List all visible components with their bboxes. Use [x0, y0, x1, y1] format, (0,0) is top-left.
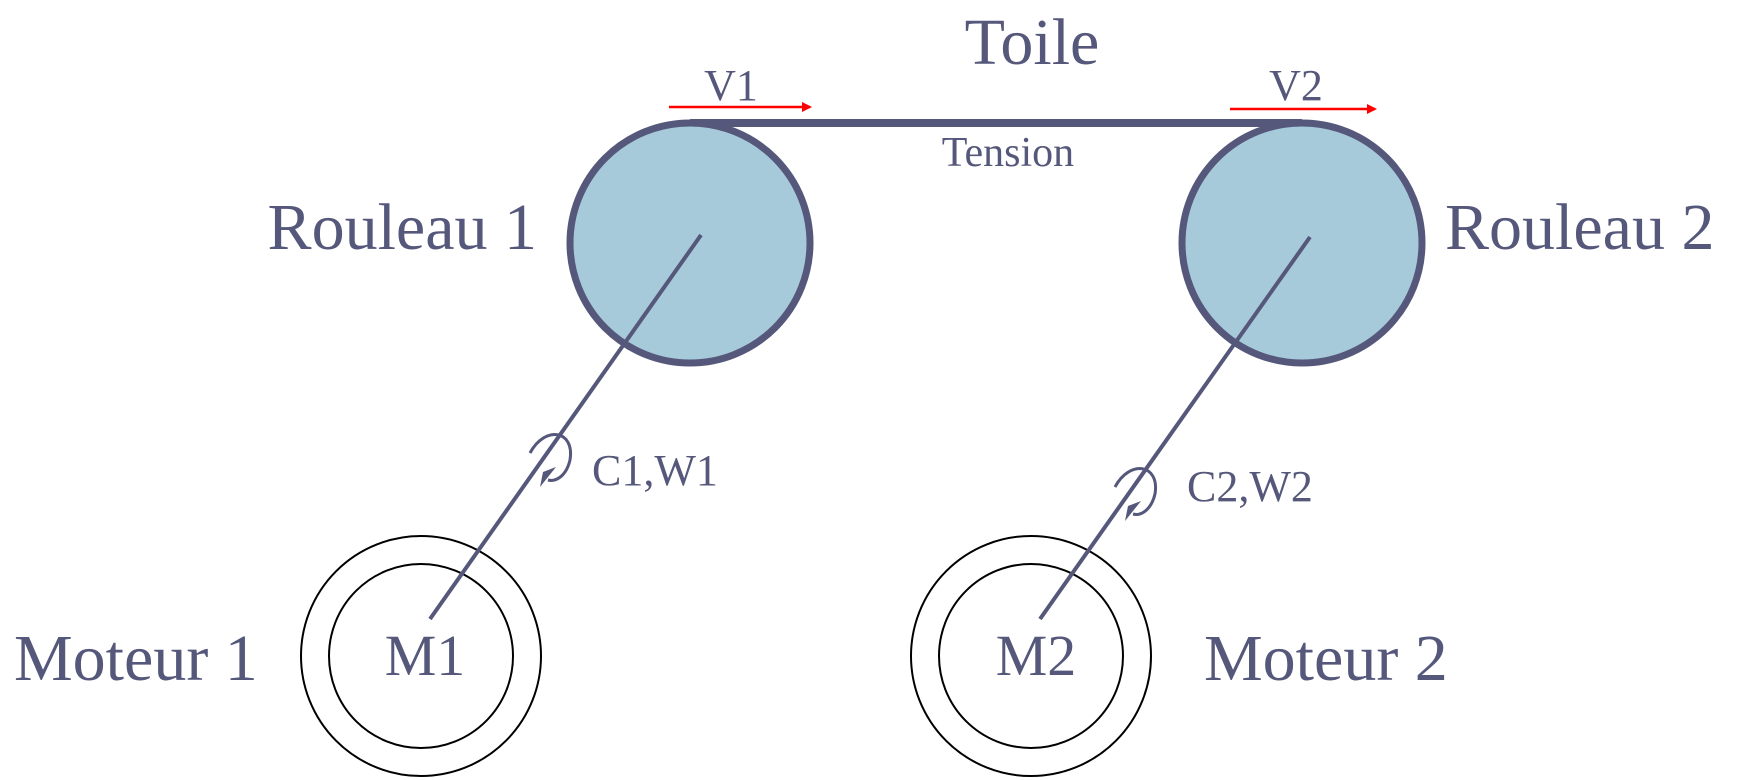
- torque-label-1: C1,W1: [592, 446, 718, 495]
- torque-arrow-1-icon: [528, 433, 572, 487]
- shaft-2: [1038, 235, 1312, 621]
- roller-1-label: Rouleau 1: [268, 191, 537, 264]
- roller-2-label: Rouleau 2: [1445, 191, 1714, 264]
- tension-label: Tension: [942, 130, 1074, 176]
- motor-2-symbol: M2: [996, 623, 1077, 688]
- web-title: Toile: [965, 6, 1100, 79]
- speed-label-v2: V2: [1269, 61, 1323, 110]
- motor-2-label: Moteur 2: [1204, 622, 1448, 695]
- motor-1: [300, 535, 542, 777]
- torque-arrow-2-icon: [1113, 467, 1157, 521]
- roller-1: [566, 119, 814, 367]
- motor-1-label: Moteur 1: [14, 622, 258, 695]
- torque-label-2: C2,W2: [1187, 462, 1313, 511]
- roller-2: [1178, 119, 1426, 367]
- motor-2: [910, 535, 1152, 777]
- speed-label-v1: V1: [704, 61, 758, 110]
- shaft-1: [428, 233, 703, 621]
- motor-1-symbol: M1: [385, 623, 466, 688]
